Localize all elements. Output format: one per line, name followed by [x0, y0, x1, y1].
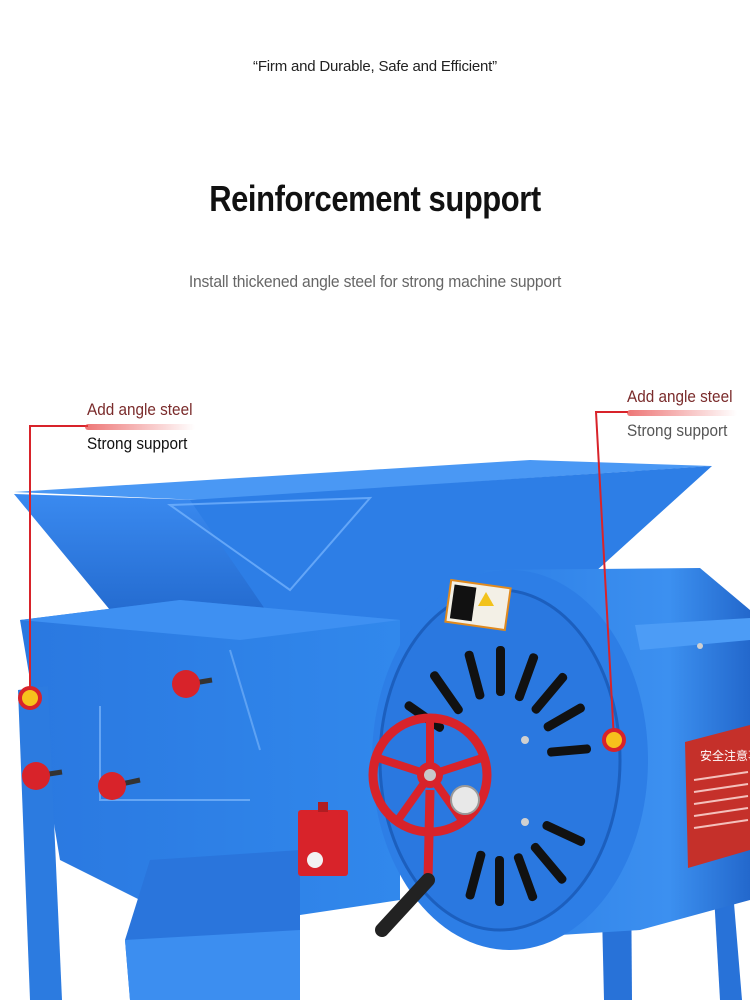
hopper-highlight	[167, 496, 373, 592]
callout-right-line2: Strong support	[627, 421, 728, 440]
callout-glow-right	[627, 410, 737, 416]
adjust-knob	[22, 762, 63, 790]
marker-right	[602, 728, 626, 752]
marker-left	[18, 686, 42, 710]
hazard-sticker	[444, 578, 512, 632]
drum-lid	[635, 618, 750, 650]
body-top	[20, 600, 400, 640]
page-subtitle: Install thickened angle steel for strong…	[188, 272, 562, 291]
body-highlight	[99, 706, 250, 801]
warning-label-text: 安全注意事项	[700, 748, 750, 763]
gear	[450, 785, 480, 815]
callout-left: Add angle steel Strong support	[87, 400, 204, 454]
page-title: Reinforcement support	[209, 178, 541, 219]
callout-left-line2: Strong support	[87, 434, 188, 453]
hopper-face	[190, 466, 712, 660]
bolt	[521, 818, 529, 826]
callout-line-right	[594, 411, 628, 741]
callout-right: Add angle steel Strong support	[627, 387, 744, 441]
warning-label: 安全注意事项	[685, 725, 750, 868]
callout-glow-left	[85, 424, 195, 430]
bolt	[521, 736, 529, 744]
crank-handle	[375, 789, 435, 937]
switch-box	[298, 802, 348, 876]
callout-line-left	[29, 425, 88, 698]
tagline: “Firm and Durable, Safe and Efficient”	[253, 58, 497, 75]
chute-front	[125, 930, 300, 1000]
hopper-front	[14, 494, 300, 640]
adjust-knob	[172, 670, 213, 698]
body-highlight-2	[229, 649, 261, 751]
hopper-rim	[14, 460, 712, 500]
hand-wheel	[368, 713, 492, 837]
callout-right-line1: Add angle steel	[627, 387, 733, 406]
adjust-knob	[98, 772, 141, 800]
callout-left-line1: Add angle steel	[87, 400, 193, 419]
bolt	[697, 643, 703, 649]
